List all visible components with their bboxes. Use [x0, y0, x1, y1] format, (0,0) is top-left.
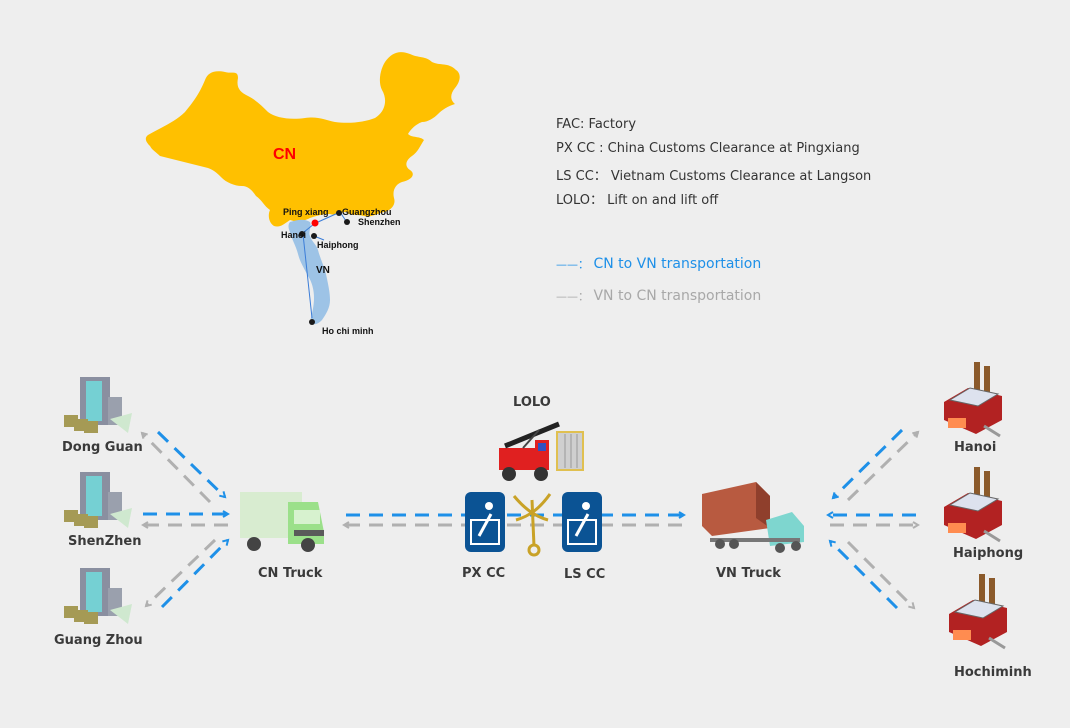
arrow-guangzhou-to-cntruck	[160, 538, 230, 609]
legend-cn-to-vn: ——： CN to VN transportation	[556, 256, 761, 272]
china-shape	[145, 52, 460, 227]
customs-officer-icon	[562, 492, 602, 552]
reach-stacker-icon	[499, 421, 584, 481]
label-cn-truck: CN Truck	[258, 566, 323, 581]
legend-cn-to-vn-label: CN to VN transportation	[593, 256, 762, 272]
legend-cn-to-vn-symbol: ——：	[556, 258, 589, 271]
map-city-haiphong: Haiphong	[317, 240, 359, 250]
label-hanoi: Hanoi	[954, 440, 997, 455]
map-city-hanoi: Hanoi	[281, 230, 307, 240]
legend-fac: FAC: Factory	[556, 117, 637, 132]
legend-lolo: LOLO： Lift on and lift off	[556, 193, 719, 208]
legend-lscc: LS CC： Vietnam Customs Clearance at Lang…	[556, 169, 872, 184]
arrow-vntruck-to-hochiminh	[846, 540, 916, 610]
vn-truck-icon	[702, 482, 804, 553]
shenzhen-dot	[344, 219, 350, 225]
label-px-cc: PX CC	[462, 566, 506, 581]
building-icon	[64, 377, 132, 433]
map-city-guangzhou: Guangzhou	[342, 207, 392, 217]
legend-pxcc: PX CC : China Customs Clearance at Pingx…	[556, 141, 860, 156]
arrow-dongguan-to-cntruck	[156, 430, 227, 499]
hochiminh-dot	[309, 319, 315, 325]
label-ls-cc: LS CC	[564, 567, 606, 582]
legend-vn-to-cn: ——： VN to CN transportation	[556, 288, 761, 304]
map-label-cn: CN	[273, 146, 297, 163]
vietnam-shape	[288, 219, 330, 325]
legend-vn-to-cn-label: VN to CN transportation	[593, 288, 762, 304]
map-city-pingxiang: Ping xiang	[283, 207, 329, 217]
label-shenzhen: ShenZhen	[68, 534, 142, 549]
map-label-vn: VN	[316, 265, 330, 276]
building-icon	[64, 472, 132, 528]
cn-truck-icon	[240, 492, 324, 552]
label-hochiminh: Hochiminh	[954, 665, 1032, 680]
map-city-hochiminh: Ho chi minh	[322, 326, 374, 336]
label-vn-truck: VN Truck	[716, 566, 781, 581]
guangzhou-dot	[336, 210, 342, 216]
pingxiang-dot	[311, 219, 319, 227]
arrow-vntruck-to-hanoi	[846, 430, 920, 502]
factory-icon	[944, 362, 1002, 438]
factory-icon	[949, 574, 1007, 650]
customs-officer-icon	[465, 492, 505, 552]
arrow-cntruck-to-guangzhou	[144, 538, 217, 608]
legend-vn-to-cn-symbol: ——：	[556, 290, 589, 303]
label-guangzhou: Guang Zhou	[54, 633, 143, 648]
arrow-cntruck-to-dongguan	[140, 431, 212, 504]
label-lolo: LOLO	[513, 395, 551, 410]
arrow-hanoi-to-vntruck	[831, 428, 904, 500]
factory-icon	[944, 467, 1002, 543]
hanoi-dot	[299, 231, 305, 237]
label-dongguan: Dong Guan	[62, 440, 143, 455]
haiphong-dot	[311, 233, 317, 239]
arrow-hochiminh-to-vntruck	[828, 539, 899, 610]
label-haiphong: Haiphong	[953, 546, 1024, 561]
building-icon	[64, 568, 132, 624]
map-city-shenzhen: Shenzhen	[358, 217, 401, 227]
customs-emblem-icon	[512, 493, 552, 557]
